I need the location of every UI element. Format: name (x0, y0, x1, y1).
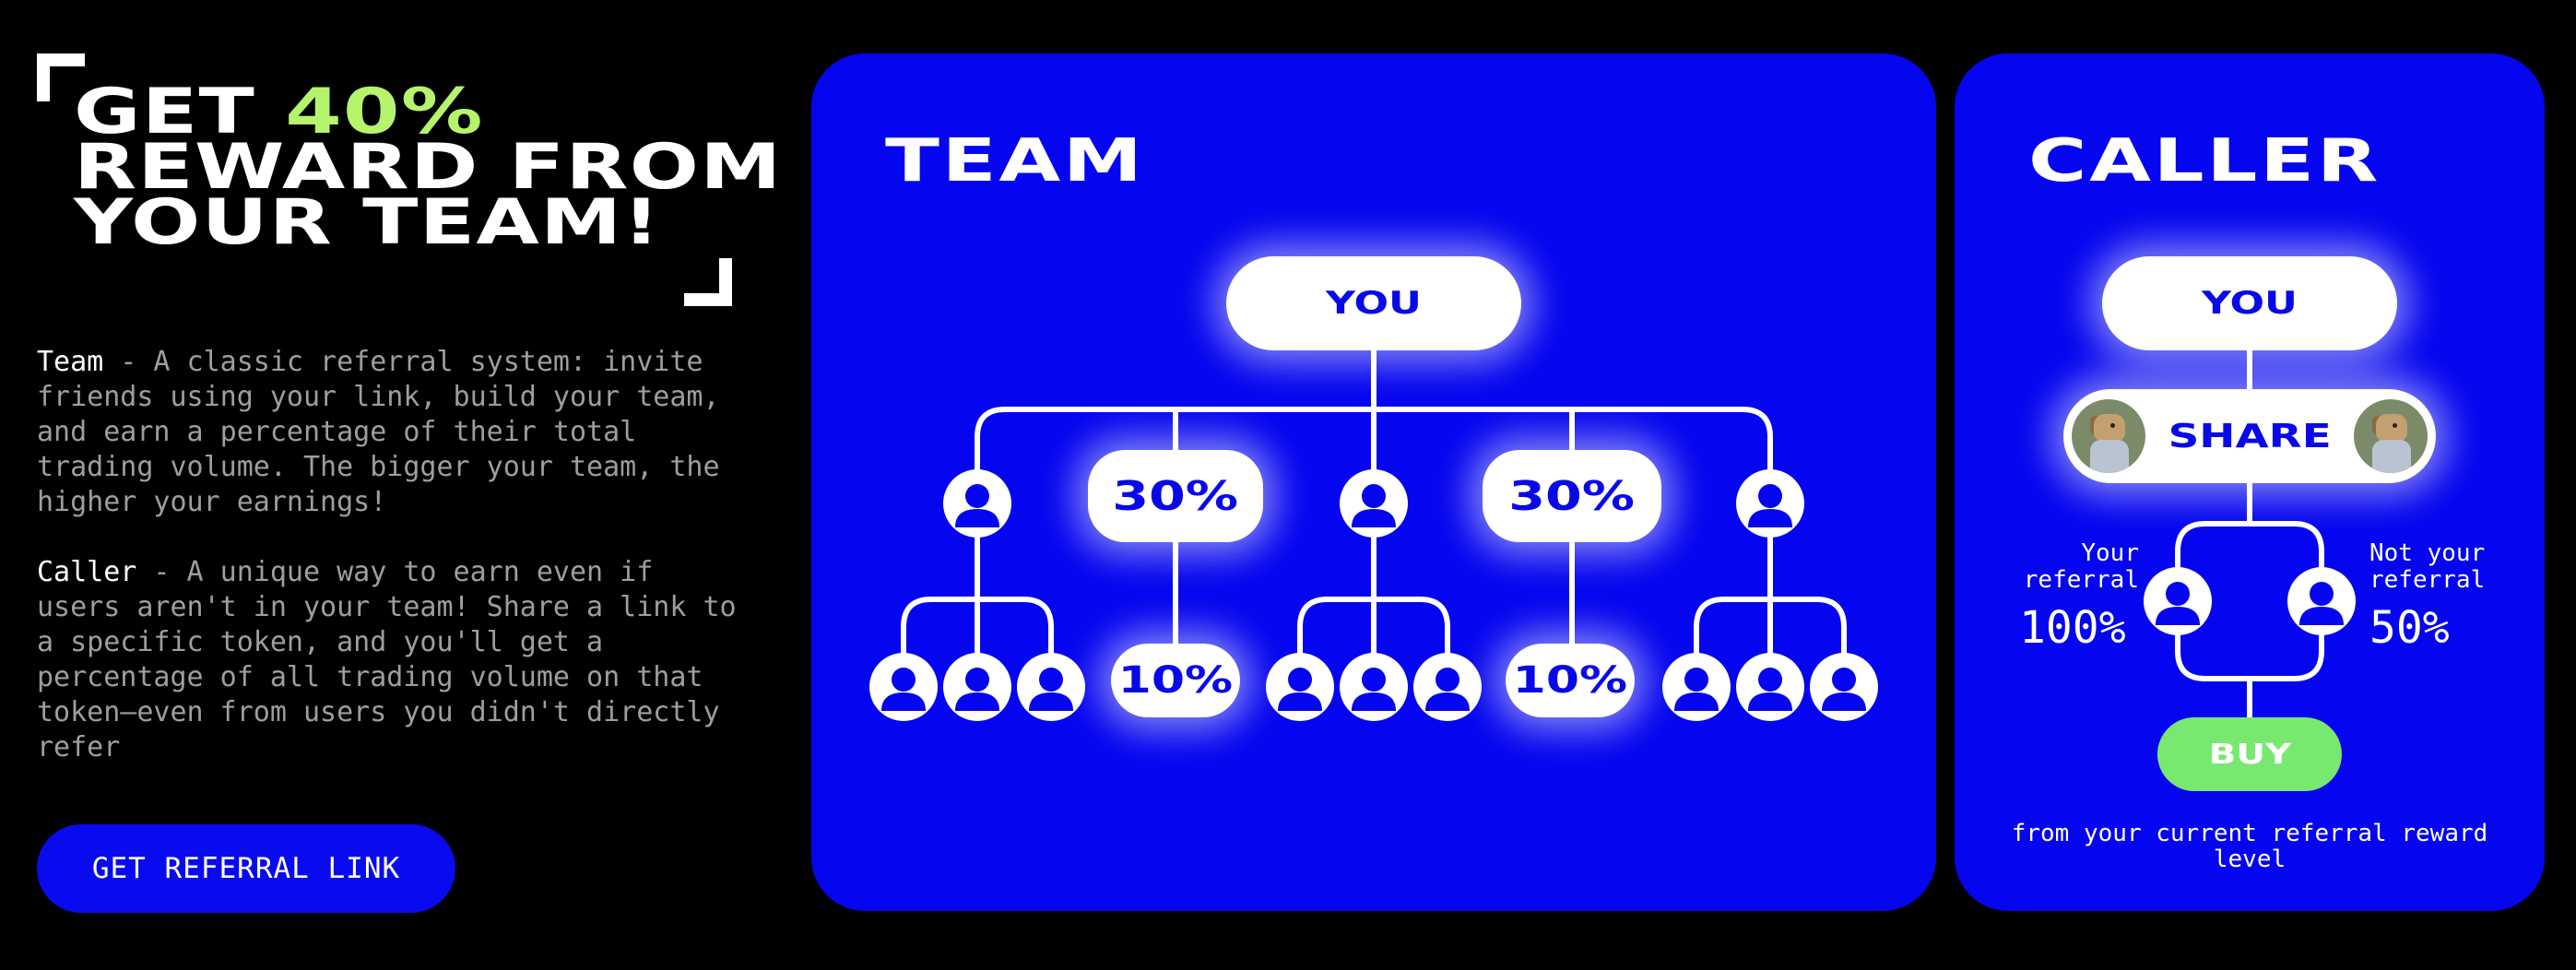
dog-avatar (2354, 399, 2428, 473)
your-referral-label: Your referral (2023, 539, 2139, 594)
share-label: SHARE (2168, 417, 2332, 455)
level1-percentage-badge: 30% (1483, 450, 1661, 542)
team-description: Team - A classic referral system: invite… (37, 345, 738, 520)
level2-percentage-badge: 10% (1111, 644, 1240, 717)
not-your-referral-user-icon (2287, 567, 2356, 635)
caller-title: CALLER (2028, 127, 2381, 195)
buy-button[interactable]: BUY (2157, 717, 2342, 791)
team-text: - A classic referral system: invite frie… (37, 346, 737, 518)
your-referral-user-icon (2144, 567, 2212, 635)
corner-bracket-bottom-right (684, 258, 732, 306)
level2-pct-left: 10% (1117, 659, 1234, 702)
level1-pct-right: 30% (1508, 472, 1636, 520)
headline: GET 40% REWARD FROM YOUR TEAM! (74, 81, 783, 254)
caller-description: Caller - A unique way to earn even if us… (37, 555, 738, 765)
caller-you-label: YOU (2202, 285, 2298, 322)
headline-highlight: 40% (285, 76, 484, 148)
sub-member-user-icon (1340, 653, 1408, 721)
headline-prefix: GET (74, 76, 286, 148)
caller-text: - A unique way to earn even if users are… (37, 556, 753, 763)
sub-member-user-icon (869, 653, 938, 721)
team-title: TEAM (885, 127, 1145, 195)
team-member-user-icon (943, 469, 1011, 538)
caller-term: Caller (37, 556, 137, 588)
get-referral-link-button[interactable]: GET REFERRAL LINK (37, 824, 455, 913)
level1-pct-left: 30% (1112, 472, 1239, 520)
headline-line-3: YOUR TEAM! (74, 186, 662, 259)
headline-line-2: REWARD FROM (74, 131, 783, 204)
your-referral-pct: 100% (2019, 602, 2126, 654)
level2-percentage-badge: 10% (1506, 644, 1635, 717)
team-term: Team (37, 346, 104, 378)
sub-member-user-icon (1017, 653, 1085, 721)
dog-avatar (2072, 399, 2145, 473)
sub-member-user-icon (1413, 653, 1482, 721)
team-tree-diagram (869, 350, 1878, 721)
not-your-referral-label: Not your referral (2369, 539, 2486, 594)
caller-you-node: YOU (2102, 256, 2397, 350)
team-member-user-icon (1340, 469, 1408, 538)
level2-pct-right: 10% (1512, 659, 1628, 702)
sub-member-user-icon (943, 653, 1011, 721)
sub-member-user-icon (1810, 653, 1878, 721)
buy-label: BUY (2208, 738, 2291, 771)
sub-member-user-icon (1736, 653, 1804, 721)
team-you-node: YOU (1226, 256, 1521, 350)
not-your-referral-pct: 50% (2369, 602, 2450, 654)
sub-member-user-icon (1266, 653, 1334, 721)
level1-percentage-badge: 30% (1088, 450, 1263, 542)
team-member-user-icon (1736, 469, 1804, 538)
corner-bracket-top-left (37, 53, 85, 101)
team-panel: TEAM (811, 53, 1936, 911)
sub-member-user-icon (1662, 653, 1731, 721)
caller-panel: CALLER YOU SHARE Your referral 100% Not … (1955, 53, 2545, 911)
team-you-label: YOU (1326, 285, 1422, 322)
caller-footer-note: from your current referral reward level (2011, 820, 2488, 873)
